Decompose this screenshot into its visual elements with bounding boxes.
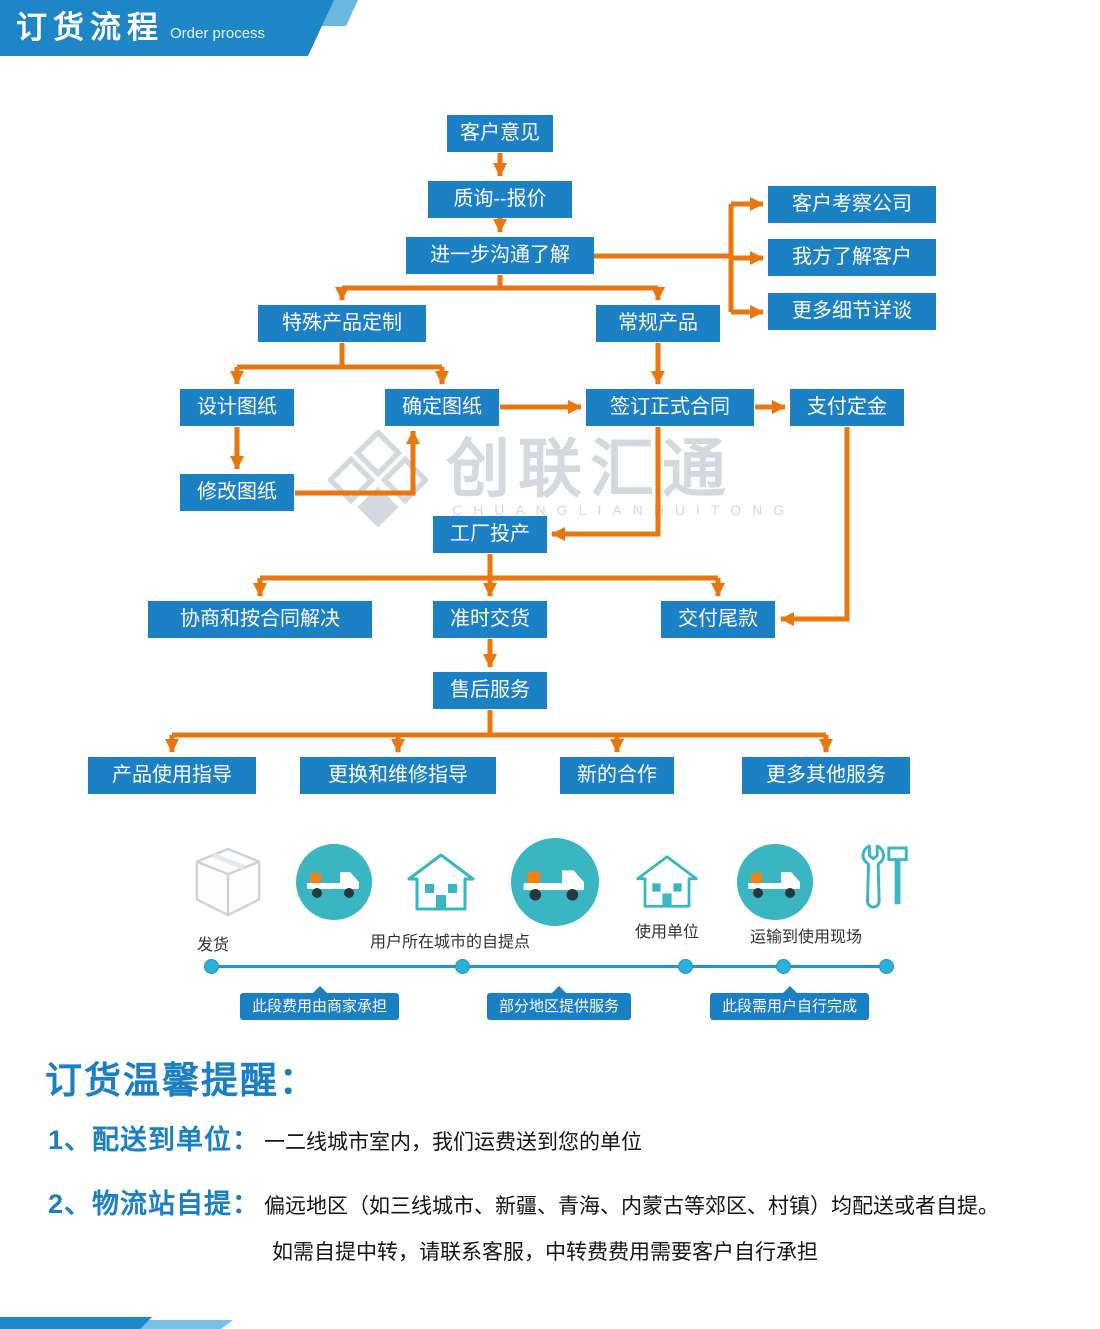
reminder-item-2-label: 2、物流站自提：: [48, 1189, 261, 1219]
reminder-item-1: 1、配送到单位： 一二线城市室内，我们运费送到您的单位: [48, 1118, 642, 1157]
reminder-item-2-text: 偏远地区（如三线城市、新疆、青海、内蒙古等郊区、村镇）均配送或者自提。: [264, 1195, 1000, 1218]
house-icon: [407, 853, 475, 911]
flow-node-more-services: 更多其他服务: [742, 757, 910, 794]
truck-icon: [737, 844, 813, 920]
truck-icon: [296, 844, 372, 920]
reminder-item-1-label: 1、配送到单位：: [48, 1125, 261, 1155]
reminder-title: 订货温馨提醒：: [45, 1060, 318, 1101]
tag-merchant-cost: 此段费用由商家承担: [240, 986, 400, 1020]
flow-node-negotiate-resolve: 协商和按合同解决: [148, 601, 372, 638]
flow-node-pay-deposit: 支付定金: [790, 389, 904, 426]
flow-node-further-communication: 进一步沟通了解: [406, 237, 594, 274]
flow-node-customer-visit: 客户考察公司: [768, 186, 936, 223]
flow-node-new-cooperation: 新的合作: [560, 757, 674, 794]
flow-node-regular-product: 常规产品: [596, 305, 720, 342]
flow-node-confirm-drawing: 确定图纸: [385, 389, 499, 426]
flow-node-know-customer: 我方了解客户: [768, 239, 936, 276]
tools-icon: [861, 844, 908, 909]
flow-node-usage-guide: 产品使用指导: [88, 757, 256, 794]
house-icon: [636, 855, 698, 908]
header-banner: 订货流程 Order process: [0, 0, 334, 56]
reminder-item-2: 2、物流站自提： 偏远地区（如三线城市、新疆、青海、内蒙古等郊区、村镇）均配送或…: [48, 1182, 999, 1221]
label-using-unit: 使用单位: [634, 924, 699, 941]
label-transport-site: 运输到使用现场: [749, 929, 862, 946]
package-icon: [195, 847, 261, 917]
timeline-dot: [776, 959, 791, 974]
flow-node-design-drawing: 设计图纸: [180, 389, 294, 426]
tag-partial-service: 部分地区提供服务: [487, 986, 632, 1020]
page-title: 订货流程: [16, 10, 164, 45]
truck-icon: [511, 838, 599, 926]
flow-node-inquiry-quote: 质询--报价: [428, 181, 572, 218]
flow-node-sign-contract: 签订正式合同: [586, 389, 754, 426]
flow-node-repair-guide: 更换和维修指导: [300, 757, 496, 794]
flow-arrows: [165, 153, 850, 753]
footer-bar-shape: [0, 1317, 152, 1329]
tag-user-complete: 此段需用户自行完成: [710, 986, 870, 1020]
timeline-dot: [678, 959, 693, 974]
label-pickup-point: 用户所在城市的自提点: [369, 934, 530, 951]
timeline-line: [210, 965, 886, 968]
flow-node-special-custom: 特殊产品定制: [258, 305, 426, 342]
label-ship: 发货: [196, 937, 229, 954]
watermark-text: 创联汇通: [446, 433, 734, 505]
reminder-item-1-text: 一二线城市室内，我们运费送到您的单位: [264, 1131, 643, 1154]
flow-node-pay-balance: 交付尾款: [661, 601, 775, 638]
reminder-item-2-text-line2: 如需自提中转，请联系客服，中转费费用需要客户自行承担: [272, 1241, 818, 1264]
page-subtitle: Order process: [170, 25, 266, 42]
flow-node-modify-drawing: 修改图纸: [180, 474, 294, 511]
flow-node-factory-production: 工厂投产: [433, 516, 547, 553]
flow-node-customer-feedback: 客户意见: [447, 115, 553, 152]
watermark-subtext: CHUANGLIANHUITONG: [452, 502, 796, 518]
timeline-dot: [455, 959, 470, 974]
timeline-dot: [204, 959, 219, 974]
flow-node-ontime-delivery: 准时交货: [433, 601, 547, 638]
flow-node-more-details: 更多细节详谈: [768, 293, 936, 330]
timeline-dot: [879, 959, 894, 974]
flow-node-aftersales: 售后服务: [433, 672, 547, 709]
